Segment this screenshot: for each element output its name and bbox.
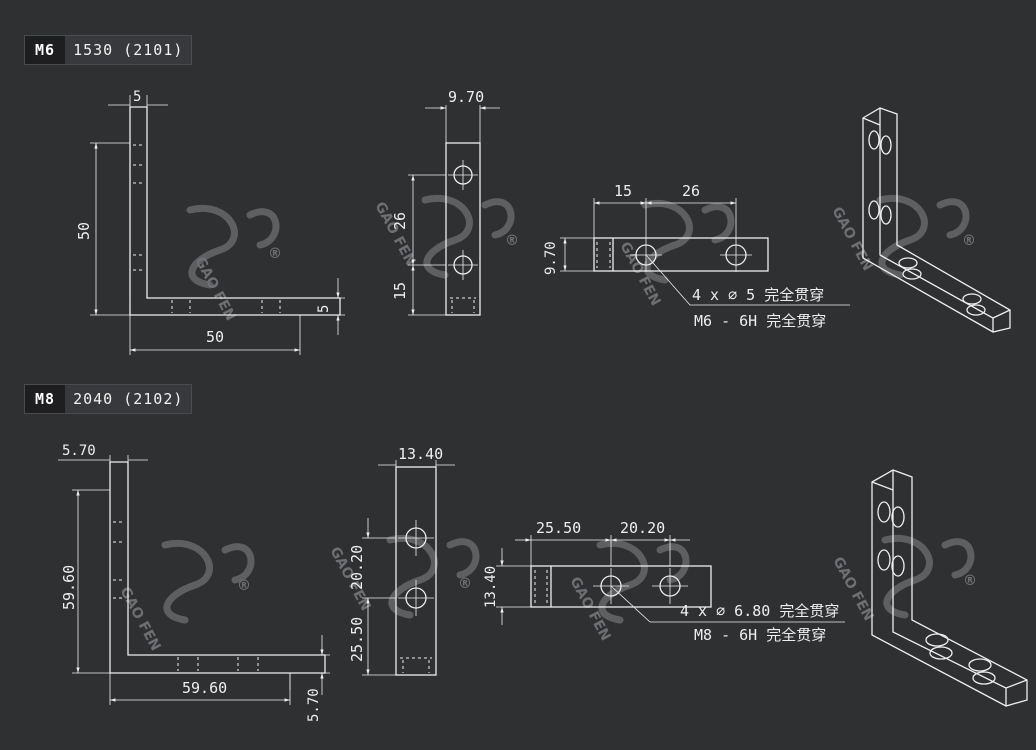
profile-label: 1530 (2101): [65, 36, 192, 64]
hidden-holes: [171, 300, 281, 313]
hidden-holes: [133, 144, 143, 271]
dim-line: [496, 565, 531, 608]
hole: [877, 549, 891, 571]
hole: [891, 506, 905, 528]
watermark-registered: ®: [458, 576, 472, 592]
dim-width: 9.70: [448, 88, 484, 106]
dim-thick: 5.70: [306, 688, 322, 722]
watermark-registered: ®: [962, 233, 976, 249]
dim-height: 9.70: [543, 241, 559, 275]
m6-side-view: 5 50 50 5: [75, 89, 345, 355]
dim-line: [108, 95, 168, 107]
watermark-text: GAO FEN: [191, 254, 238, 323]
dim-line: [58, 455, 148, 462]
dim-thick: 5: [316, 305, 332, 313]
watermark-text: GAO FEN: [828, 204, 875, 273]
dim-top: 5.70: [62, 443, 96, 459]
center-mark: [398, 520, 434, 616]
watermark-text: GAO FEN: [371, 199, 418, 268]
watermark-text: GAO FEN: [566, 574, 613, 643]
watermark-registered: ®: [505, 233, 519, 249]
hidden-holes: [177, 657, 259, 671]
hole: [925, 633, 949, 647]
bracket-outline: [129, 106, 341, 316]
watermark-registered: ®: [237, 578, 251, 594]
hole: [962, 293, 982, 305]
note-holes: 4 x ∅ 5 完全贯穿: [692, 286, 824, 304]
dim-height: 13.40: [483, 566, 499, 608]
m8-plan-view: 25.50 20.20 13.40 4 x ∅ 6.80 完全贯穿 M8 - 6…: [483, 519, 845, 644]
dim-pitch: 26: [391, 212, 409, 230]
watermark-logo: ® GAO FEN: [828, 194, 976, 279]
watermark-registered: ®: [268, 246, 282, 262]
hole: [972, 671, 996, 685]
m6-front-view: 9.70 26 15: [391, 88, 500, 316]
size-label: M6: [25, 36, 66, 64]
section-badge-m8: M8 2040 (2102): [24, 384, 193, 414]
hole: [891, 555, 905, 577]
hole: [880, 205, 892, 225]
watermark-registered: ®: [963, 573, 977, 589]
hole: [877, 501, 891, 523]
m8-side-view: 5.70 59.60 59.60 5.70: [58, 443, 330, 722]
watermark-text: GAO FEN: [116, 584, 163, 653]
leader-line: [610, 585, 845, 623]
hole: [898, 257, 918, 269]
hole: [880, 135, 892, 155]
watermark-logo: GAO FEN: [566, 539, 690, 644]
dim-width: 13.40: [398, 445, 443, 463]
dim-height: 50: [75, 222, 93, 240]
hidden-holes: [113, 521, 125, 599]
m8-front-view: 13.40 20.20 25.50: [348, 445, 455, 676]
dim-line: [289, 654, 330, 690]
hidden-thread: [534, 570, 548, 603]
watermark-logo: ® GAO FEN: [116, 539, 255, 654]
watermark-logo: ® GAO FEN: [371, 194, 519, 279]
bracket-edges: [862, 108, 1011, 332]
dim-height: 59.60: [60, 565, 78, 610]
dim-top: 5: [133, 89, 141, 105]
dim-edge: 25.50: [348, 617, 366, 662]
watermark-logo: ® GAO FEN: [186, 204, 282, 324]
hole: [966, 304, 986, 316]
bracket-outline: [862, 107, 1011, 333]
bracket-outline: [530, 565, 712, 608]
bracket-outline: [445, 142, 481, 316]
dim-width: 50: [206, 328, 224, 346]
hidden-thread: [400, 657, 432, 673]
m6-plan-view: 15 26 9.70 4 x ∅ 5 完全贯穿 M6 - 6H 完全贯穿: [543, 182, 850, 330]
note-holes: 4 x ∅ 6.80 完全贯穿: [680, 602, 839, 620]
section-badge-m6: M6 1530 (2101): [24, 35, 193, 65]
m6-iso-view: [862, 107, 1011, 333]
hole: [868, 130, 880, 150]
profile-label: 2040 (2102): [65, 385, 192, 413]
note-thread: M6 - 6H 完全贯穿: [694, 312, 826, 330]
dim-width: 59.60: [182, 679, 227, 697]
m8-iso-view: [871, 469, 1028, 707]
dim-pitch: 20.20: [620, 519, 665, 537]
bracket-outline: [593, 237, 769, 272]
hole: [902, 268, 922, 280]
dim-line: [340, 297, 345, 316]
note-thread: M8 - 6H 完全贯穿: [694, 626, 826, 644]
size-label: M8: [25, 385, 66, 413]
hole: [868, 200, 880, 220]
dim-edge: 25.50: [536, 519, 581, 537]
dim-edge: 15: [614, 182, 632, 200]
hole: [968, 658, 992, 672]
bracket-outline: [395, 466, 437, 676]
bracket-outline: [109, 461, 326, 674]
dim-pitch: 26: [682, 182, 700, 200]
dim-edge: 15: [391, 282, 409, 300]
hidden-thread: [450, 297, 476, 313]
dim-line: [378, 460, 455, 467]
dim-line: [445, 105, 481, 143]
watermark-logo: ® GAO FEN: [829, 534, 977, 624]
center-mark: [448, 160, 478, 280]
hole: [929, 646, 953, 660]
leader-line: [645, 254, 850, 306]
dim-pitch: 20.20: [348, 545, 366, 590]
hidden-thread: [596, 242, 611, 268]
